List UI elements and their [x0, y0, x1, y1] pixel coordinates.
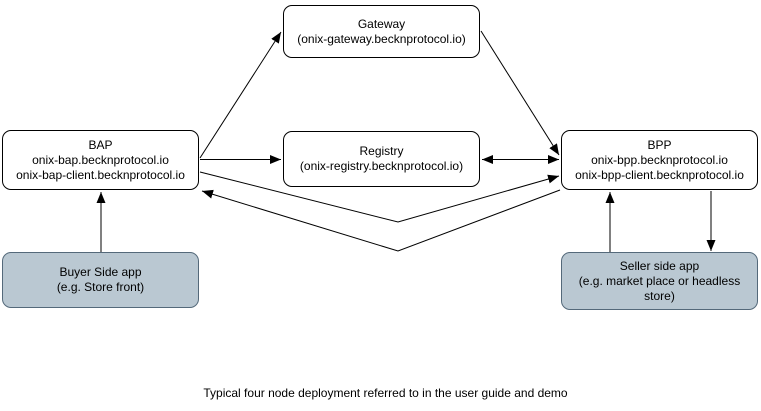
node-registry: Registry (onix-registry.becknprotocol.io…: [283, 131, 480, 187]
node-bpp-client-host: onix-bpp-client.becknprotocol.io: [575, 167, 744, 182]
node-bap-client-host: onix-bap-client.becknprotocol.io: [16, 167, 185, 182]
node-seller-side-app: Seller side app (e.g. market place or he…: [561, 252, 758, 310]
node-bpp: BPP onix-bpp.becknprotocol.io onix-bpp-c…: [561, 130, 758, 190]
node-bap-host: onix-bap.becknprotocol.io: [32, 152, 169, 167]
node-gateway: Gateway (onix-gateway.becknprotocol.io): [283, 5, 480, 58]
node-registry-title: Registry: [359, 144, 404, 158]
node-seller-example: (e.g. market place or headless store): [578, 273, 741, 303]
node-buyer-example: (e.g. Store front): [56, 280, 145, 294]
node-bap: BAP onix-bap.becknprotocol.io onix-bap-c…: [2, 130, 199, 190]
node-buyer-title: Buyer Side app: [59, 265, 142, 279]
node-registry-host: (onix-registry.becknprotocol.io): [299, 159, 464, 173]
node-seller-title: Seller side app: [619, 258, 700, 273]
node-bpp-title: BPP: [647, 137, 672, 152]
node-buyer-side-app: Buyer Side app (e.g. Store front): [2, 252, 199, 308]
diagram-caption: Typical four node deployment referred to…: [203, 386, 568, 400]
arrow-gateway-to-bpp: [480, 30, 560, 156]
arrow-bap-to-gateway: [199, 31, 282, 159]
node-gateway-host: (onix-gateway.becknprotocol.io): [297, 31, 466, 46]
arrow-bpp-to-bap: [201, 189, 561, 252]
node-gateway-title: Gateway: [357, 16, 406, 31]
node-bap-title: BAP: [88, 137, 113, 152]
node-bpp-host: onix-bpp.becknprotocol.io: [591, 152, 728, 167]
